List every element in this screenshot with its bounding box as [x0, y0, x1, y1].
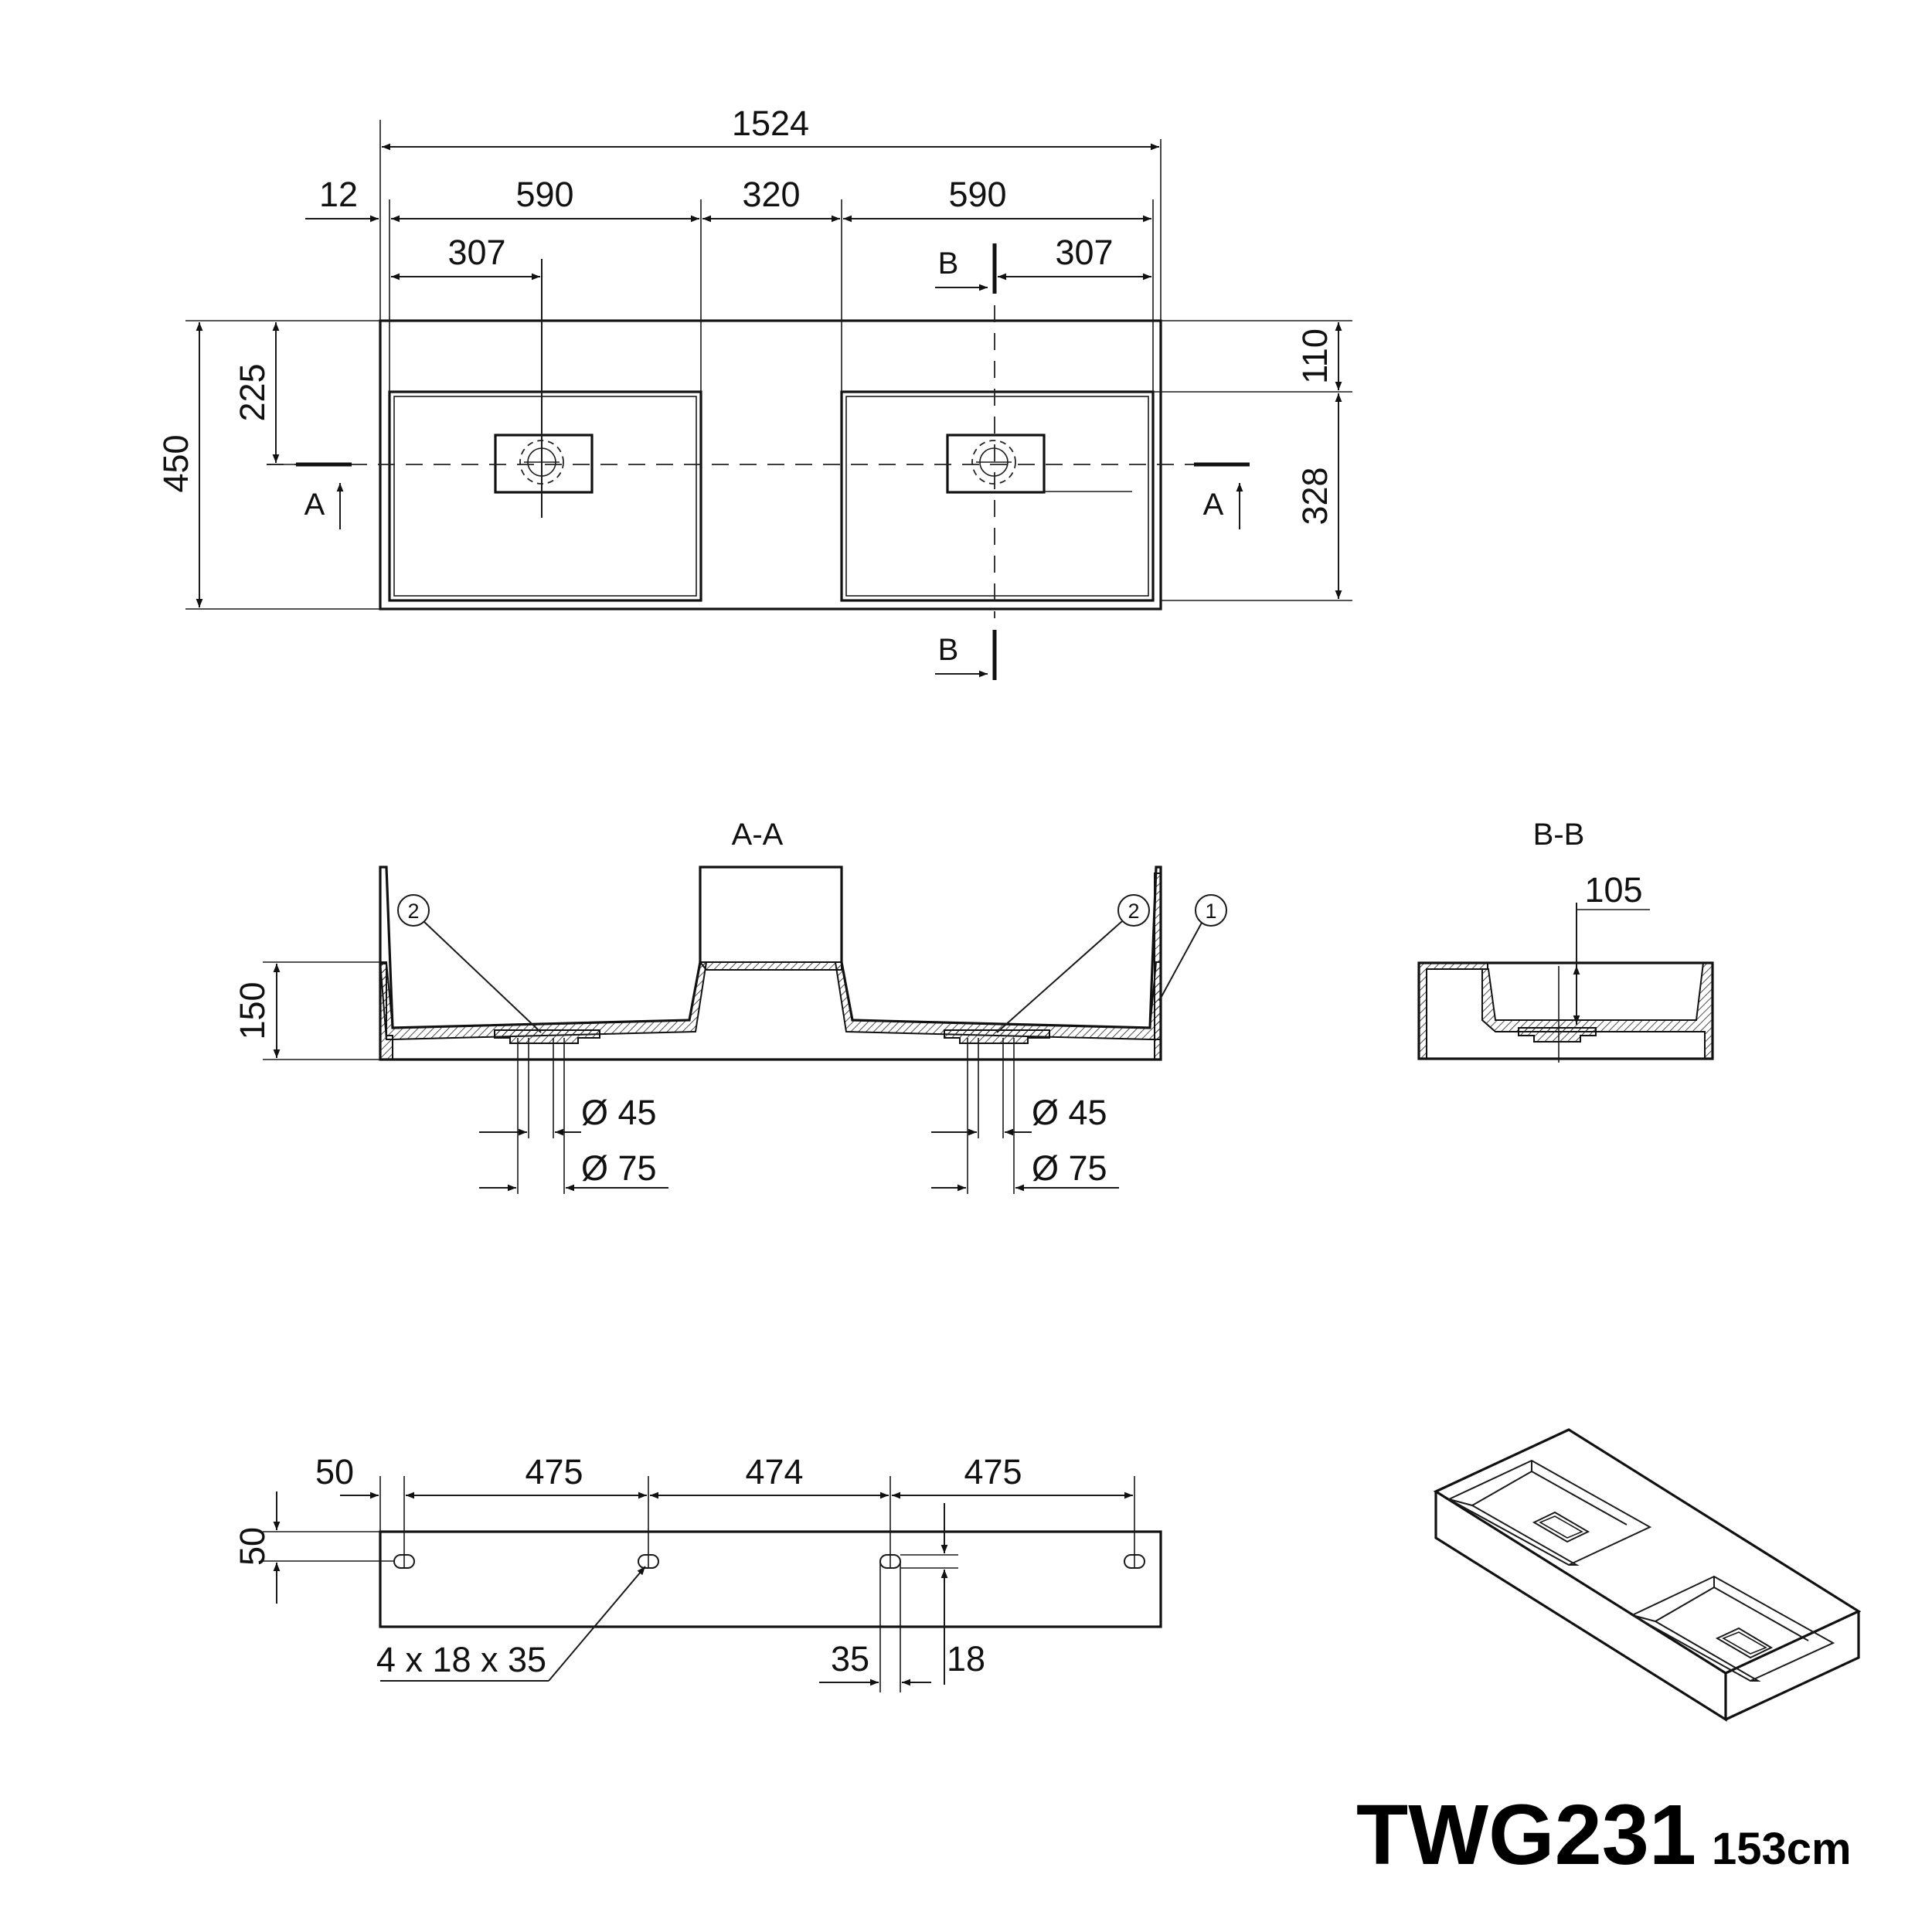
dim-slot-width: 18	[947, 1639, 985, 1679]
dim-basin-width-right: 590	[948, 175, 1006, 214]
mounting-slots	[393, 1554, 1145, 1569]
dim-drain-inner-right: Ø 45	[1032, 1093, 1107, 1132]
top-view: A A B B 1524 12 590 320 590 307	[156, 104, 1352, 680]
basin-left-outer	[388, 390, 702, 602]
dim-drain-outer-right: Ø 75	[1032, 1148, 1107, 1188]
dim-edge-offset: 12	[319, 175, 358, 214]
section-aa-basin-wall-left	[379, 961, 708, 1040]
dim-depth-total: 450	[156, 434, 196, 492]
dim-slot-offset-left: 50	[315, 1452, 354, 1492]
dim-slot-spacing-2: 474	[745, 1452, 803, 1492]
section-marker-a-right: A	[1203, 488, 1224, 522]
dim-overall-width: 1524	[732, 104, 809, 143]
dim-drain-from-back: 225	[233, 363, 272, 421]
dim-slot-spacing-3: 475	[964, 1452, 1022, 1492]
bottom-view: 50 475 474 475 50 4 x 18 x 35 35 18	[233, 1452, 1162, 1692]
dim-drain-offset-right: 307	[1055, 233, 1113, 272]
dim-basin-depth: 328	[1295, 467, 1335, 525]
model-title: TWG231	[1356, 1787, 1696, 1883]
section-bb-hatch-left	[1418, 962, 1488, 1060]
section-aa-drain-left	[494, 1029, 600, 1044]
section-a-a: A-A Ø 45 Ø 75 Ø 45 Ø 75	[233, 818, 1227, 1194]
callout-drain-right: 2	[1128, 900, 1139, 923]
basin-right-outer	[840, 390, 1155, 602]
dim-section-bb-depth: 105	[1584, 870, 1642, 910]
callout-drain-left: 2	[407, 900, 419, 923]
dim-drain-offset-left: 307	[447, 233, 505, 272]
dim-drain-outer-left: Ø 75	[581, 1148, 657, 1188]
basin-left-inner	[393, 396, 697, 597]
dim-slot-length: 35	[831, 1639, 869, 1679]
bottom-outline	[379, 1530, 1162, 1628]
section-marker-b-bottom: B	[938, 633, 959, 667]
dim-gap-between-basins: 320	[742, 175, 800, 214]
section-marker-a-left: A	[304, 488, 325, 522]
dim-section-height: 150	[233, 981, 272, 1039]
section-bb-basin-wall	[1481, 962, 1713, 1060]
dim-slot-spacing-1: 475	[525, 1452, 583, 1492]
drain-left	[494, 434, 594, 494]
dim-back-rim: 110	[1295, 328, 1335, 384]
section-bb-title: B-B	[1533, 818, 1585, 852]
section-aa-drain-right	[944, 1029, 1050, 1044]
section-aa-bridge	[698, 961, 842, 971]
section-aa-basin-wall-right	[834, 961, 1162, 1040]
section-bb-outline	[1417, 961, 1714, 1060]
callout-body: 1	[1205, 900, 1216, 923]
section-bb-drain	[1518, 1027, 1597, 1043]
section-aa-wall-right	[1154, 872, 1162, 1060]
basin-right-inner	[845, 396, 1149, 597]
dim-slot-offset-top: 50	[233, 1527, 272, 1566]
section-b-b: B-B 105	[1417, 818, 1714, 1063]
section-marker-b-top: B	[938, 247, 959, 281]
isometric-view	[1433, 1428, 1862, 1722]
dim-slot-spec: 4 x 18 x 35	[376, 1640, 546, 1679]
model-size: 153cm	[1712, 1824, 1852, 1874]
drain-right	[946, 434, 1132, 494]
dim-basin-width-left: 590	[515, 175, 573, 214]
dim-drain-inner-left: Ø 45	[581, 1093, 657, 1132]
section-aa-title: A-A	[732, 818, 784, 852]
